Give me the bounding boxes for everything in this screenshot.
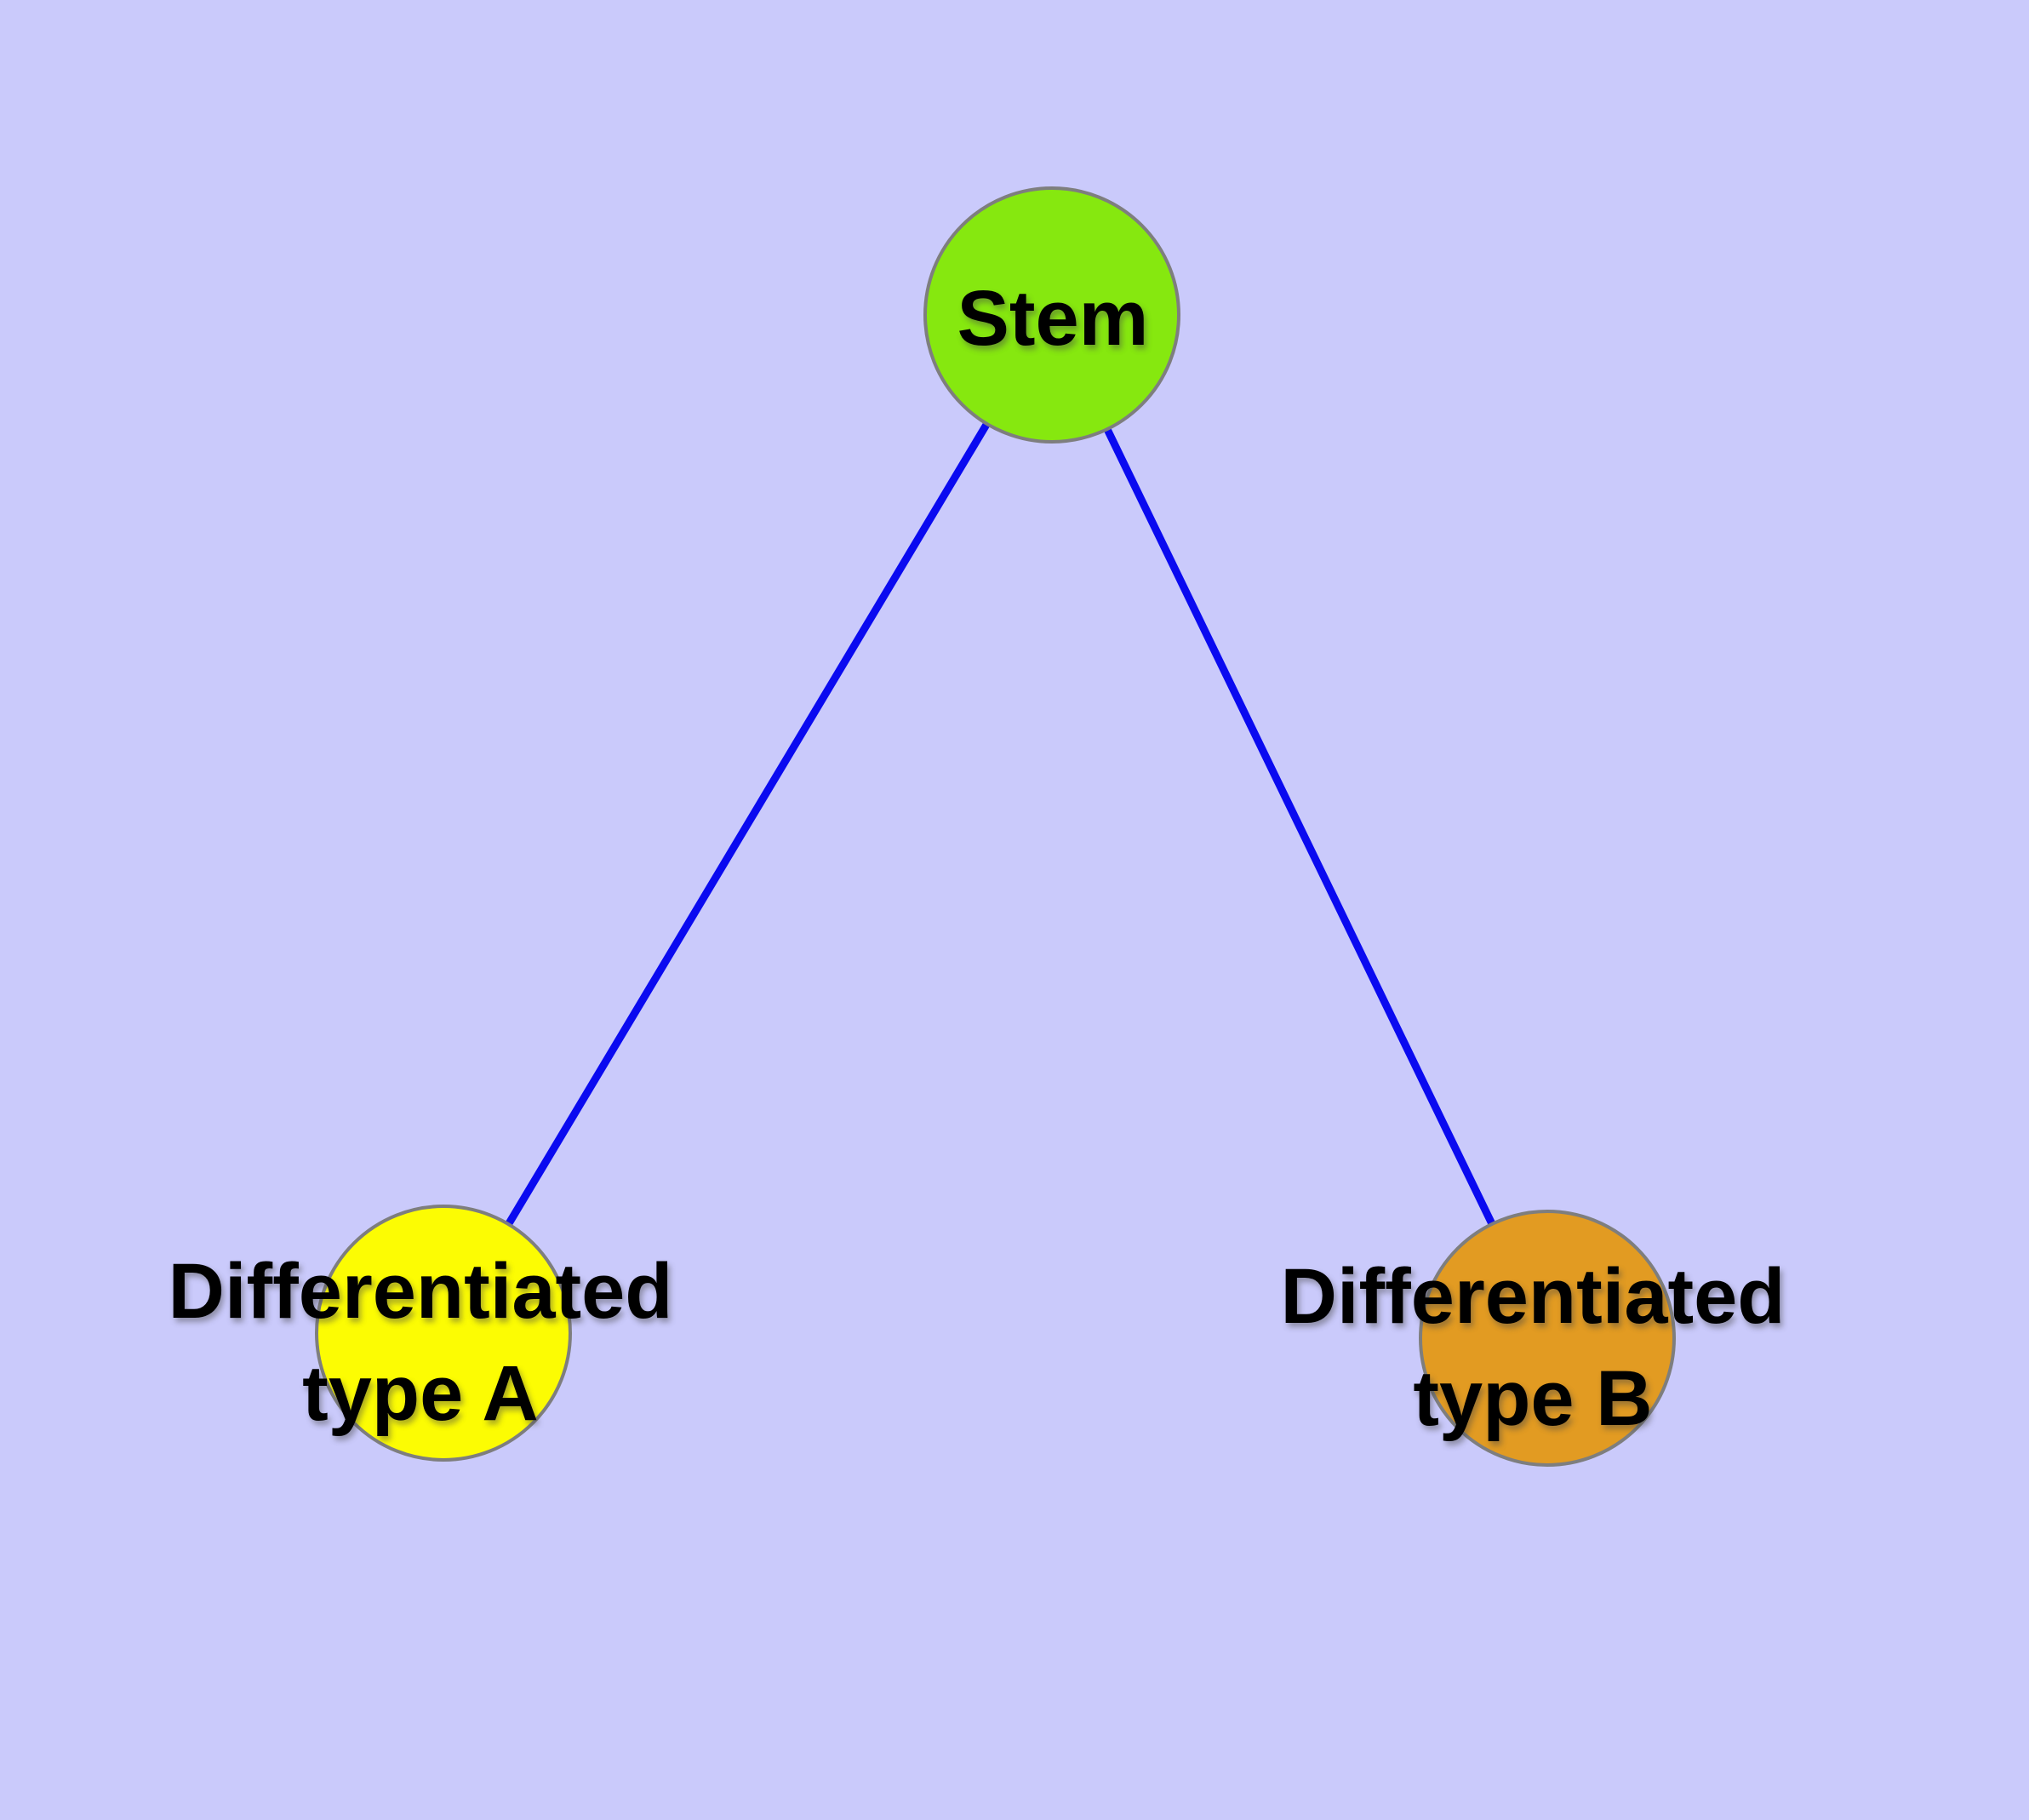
edge-stem-to-type-b: [1048, 313, 1552, 1340]
node-stem-label: Stem: [957, 267, 1149, 369]
node-differentiated-type-a-label-line2: type A: [302, 1350, 539, 1437]
node-differentiated-type-b: [1419, 1210, 1676, 1467]
node-differentiated-type-a-label: Differentiated type A: [169, 1240, 673, 1445]
node-stem-label-text: Stem: [957, 275, 1149, 362]
edge-stem-to-type-a: [440, 312, 1055, 1336]
node-differentiated-type-a: [315, 1205, 572, 1462]
node-stem: [923, 186, 1180, 444]
node-differentiated-type-b-label-line1: Differentiated: [1280, 1253, 1786, 1340]
node-differentiated-type-b-label-line2: type B: [1413, 1355, 1653, 1442]
node-differentiated-type-b-label: Differentiated type B: [1281, 1245, 1786, 1450]
node-differentiated-type-a-label-line1: Differentiated: [168, 1248, 673, 1335]
